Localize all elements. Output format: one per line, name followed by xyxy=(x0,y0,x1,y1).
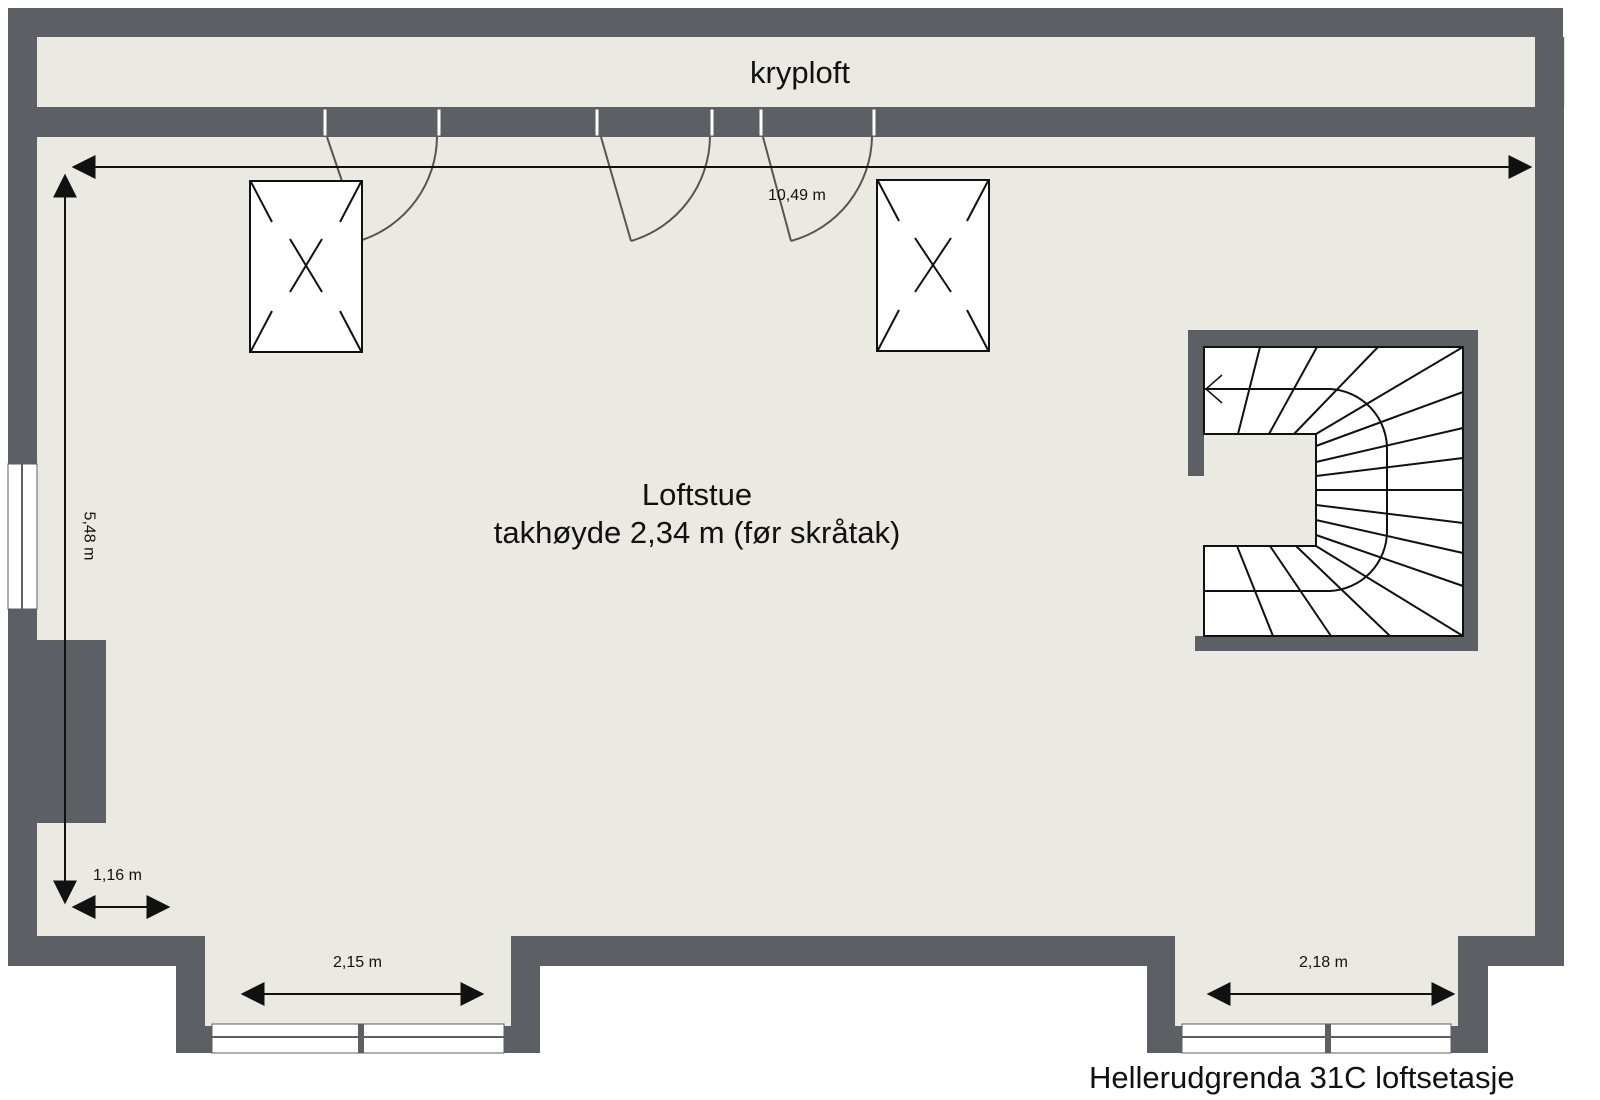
door-3-arc xyxy=(790,136,873,242)
dimension-lines xyxy=(53,155,1533,1006)
plan-title: Hellerudgrenda 31C loftsetasje xyxy=(1089,1060,1515,1095)
skylight-right-icon xyxy=(876,179,990,352)
skylight-left-icon xyxy=(249,180,363,353)
staircase-icon xyxy=(1188,330,1478,651)
dim-label-width-total: 10,49 m xyxy=(768,187,826,204)
dim-label-bay-left: 2,15 m xyxy=(333,954,382,971)
dim-label-chimney-offset: 1,16 m xyxy=(93,867,142,884)
knee-wall xyxy=(37,107,1535,137)
room-label-kryploft: kryploft xyxy=(750,55,850,90)
south-wall-west xyxy=(8,936,205,966)
door-1-arc xyxy=(361,136,438,241)
room-label-loftstue: Loftstue takhøyde 2,34 m (før skråtak) xyxy=(397,476,997,552)
door-3-leaf xyxy=(762,136,792,242)
west-window xyxy=(7,463,38,610)
chimney xyxy=(37,640,106,823)
room-subtitle-loftstue: takhøyde 2,34 m (før skråtak) xyxy=(493,515,901,550)
door-2-leaf xyxy=(600,136,632,242)
dim-label-bay-right: 2,18 m xyxy=(1299,954,1348,971)
kryploft-floor-fix xyxy=(37,37,1535,107)
dim-label-depth-total: 5,48 m xyxy=(80,511,98,561)
bay-right-window xyxy=(1181,1023,1452,1054)
south-wall-mid xyxy=(511,936,1175,966)
door-2-arc xyxy=(630,136,711,242)
bay-left-window xyxy=(211,1023,505,1054)
room-name-loftstue: Loftstue xyxy=(641,477,753,512)
door-jambs xyxy=(322,108,877,137)
